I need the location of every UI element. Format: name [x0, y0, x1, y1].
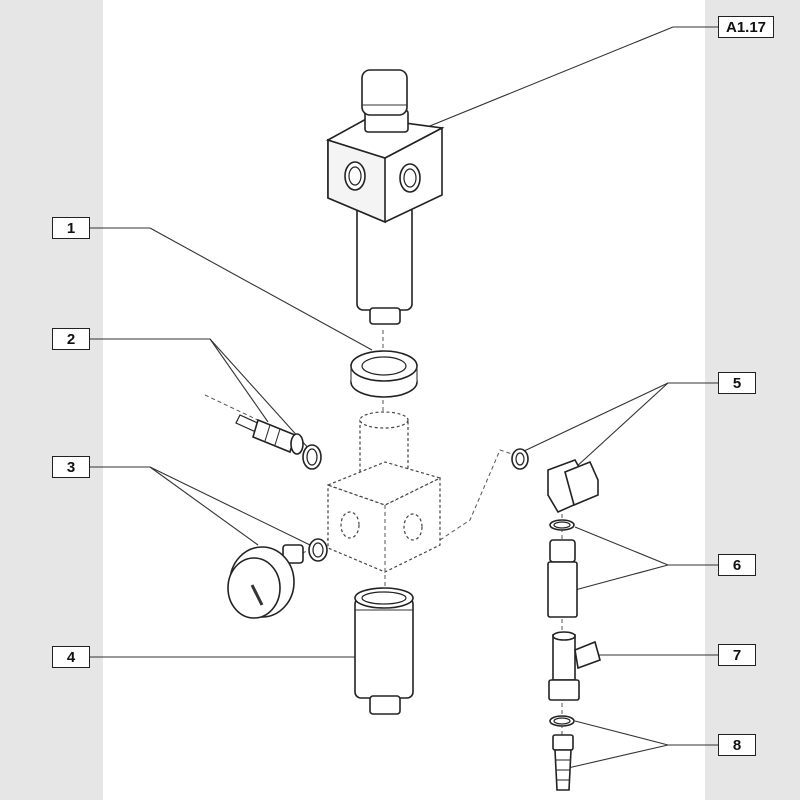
callout-item-8: 8: [718, 734, 756, 756]
callout-item-1: 1: [52, 217, 90, 239]
phantom-regulator-body: [326, 411, 442, 573]
callout-item-2: 2: [52, 328, 90, 350]
relief-fitting: [235, 414, 322, 470]
callout-item-3: 3: [52, 456, 90, 478]
callout-item-7: 7: [718, 644, 756, 666]
elbow-fitting: [511, 448, 599, 514]
callout-item-5: 5: [718, 372, 756, 394]
tee-fitting: [548, 631, 601, 701]
filter-bowl: [354, 587, 414, 715]
nipple-fitting: [547, 519, 578, 618]
filter-regulator-unit: [325, 69, 445, 325]
callout-item-6: 6: [718, 554, 756, 576]
ring-nut: [350, 350, 418, 398]
leader-lines: [90, 26, 720, 769]
hose-barb: [549, 715, 575, 791]
pressure-gauge: [227, 538, 328, 619]
callout-main-unit: A1.17: [718, 16, 774, 38]
callout-item-4: 4: [52, 646, 90, 668]
